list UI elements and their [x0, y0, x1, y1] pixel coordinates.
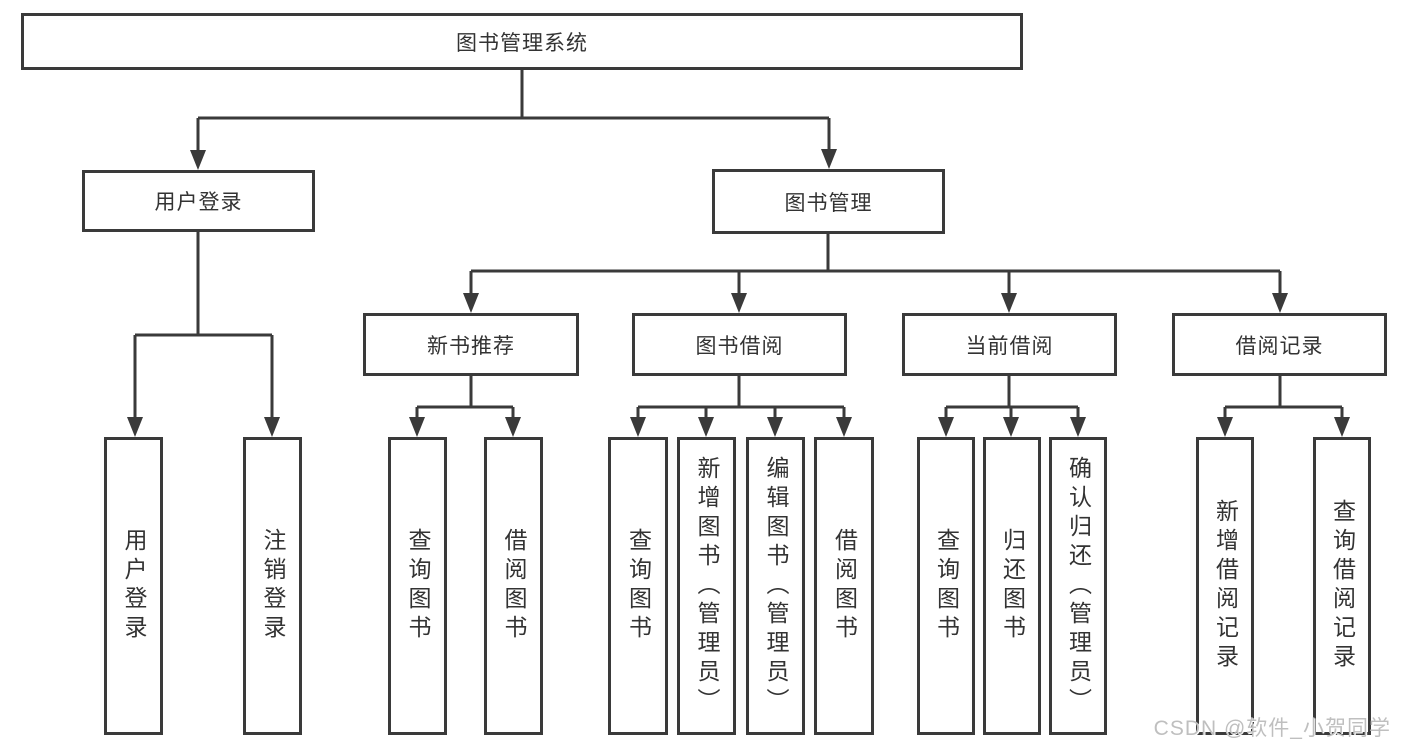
leaf-query-borrow-record-label: 查询借阅记录	[1329, 499, 1356, 673]
leaf-edit-book-admin-label: 编辑图书（管理员）	[763, 455, 789, 717]
node-borrow-record-label: 借阅记录	[1235, 334, 1324, 358]
leaf-query-borrow-record: 查询借阅记录	[1313, 437, 1371, 735]
leaf-recommend-query-book: 查询图书	[388, 437, 447, 735]
leaf-return-book: 归还图书	[983, 437, 1041, 735]
node-new-book-recommend: 新书推荐	[363, 313, 579, 376]
leaf-borrow-query-book: 查询图书	[608, 437, 668, 735]
leaf-return-book-label: 归还图书	[999, 528, 1026, 644]
leaf-current-query-book-label: 查询图书	[933, 528, 960, 644]
node-borrow-record: 借阅记录	[1172, 313, 1387, 376]
node-book-borrow-label: 图书借阅	[695, 334, 784, 358]
leaf-add-book-admin: 新增图书（管理员）	[677, 437, 736, 735]
leaf-add-book-admin-label: 新增图书（管理员）	[694, 455, 720, 717]
node-user-login-label: 用户登录	[154, 191, 243, 214]
node-current-borrow-label: 当前借阅	[965, 334, 1054, 358]
leaf-add-borrow-record: 新增借阅记录	[1196, 437, 1254, 735]
node-book-borrow: 图书借阅	[632, 313, 847, 376]
node-user-login: 用户登录	[82, 170, 315, 232]
node-root-label: 图书管理系统	[456, 31, 588, 55]
leaf-logout-label: 注销登录	[260, 528, 286, 644]
node-book-management: 图书管理	[712, 169, 945, 234]
leaf-recommend-query-book-label: 查询图书	[405, 528, 431, 644]
node-new-book-recommend-label: 新书推荐	[427, 334, 515, 358]
leaf-user-login-label: 用户登录	[121, 528, 147, 644]
leaf-user-login: 用户登录	[104, 437, 163, 735]
node-current-borrow: 当前借阅	[902, 313, 1117, 376]
leaf-recommend-borrow-book-label: 借阅图书	[501, 528, 527, 644]
node-root: 图书管理系统	[21, 13, 1023, 70]
watermark: CSDN @软件_小贺同学	[1153, 717, 1391, 740]
leaf-current-query-book: 查询图书	[917, 437, 975, 735]
leaf-borrow-book: 借阅图书	[814, 437, 874, 735]
leaf-confirm-return-admin: 确认归还（管理员）	[1049, 437, 1107, 735]
leaf-borrow-book-label: 借阅图书	[831, 528, 858, 644]
node-book-management-label: 图书管理	[784, 191, 873, 215]
leaf-recommend-borrow-book: 借阅图书	[484, 437, 543, 735]
leaf-borrow-query-book-label: 查询图书	[625, 528, 652, 644]
leaf-add-borrow-record-label: 新增借阅记录	[1212, 499, 1239, 673]
leaf-confirm-return-admin-label: 确认归还（管理员）	[1065, 455, 1092, 717]
leaf-logout: 注销登录	[243, 437, 302, 735]
leaf-edit-book-admin: 编辑图书（管理员）	[746, 437, 805, 735]
